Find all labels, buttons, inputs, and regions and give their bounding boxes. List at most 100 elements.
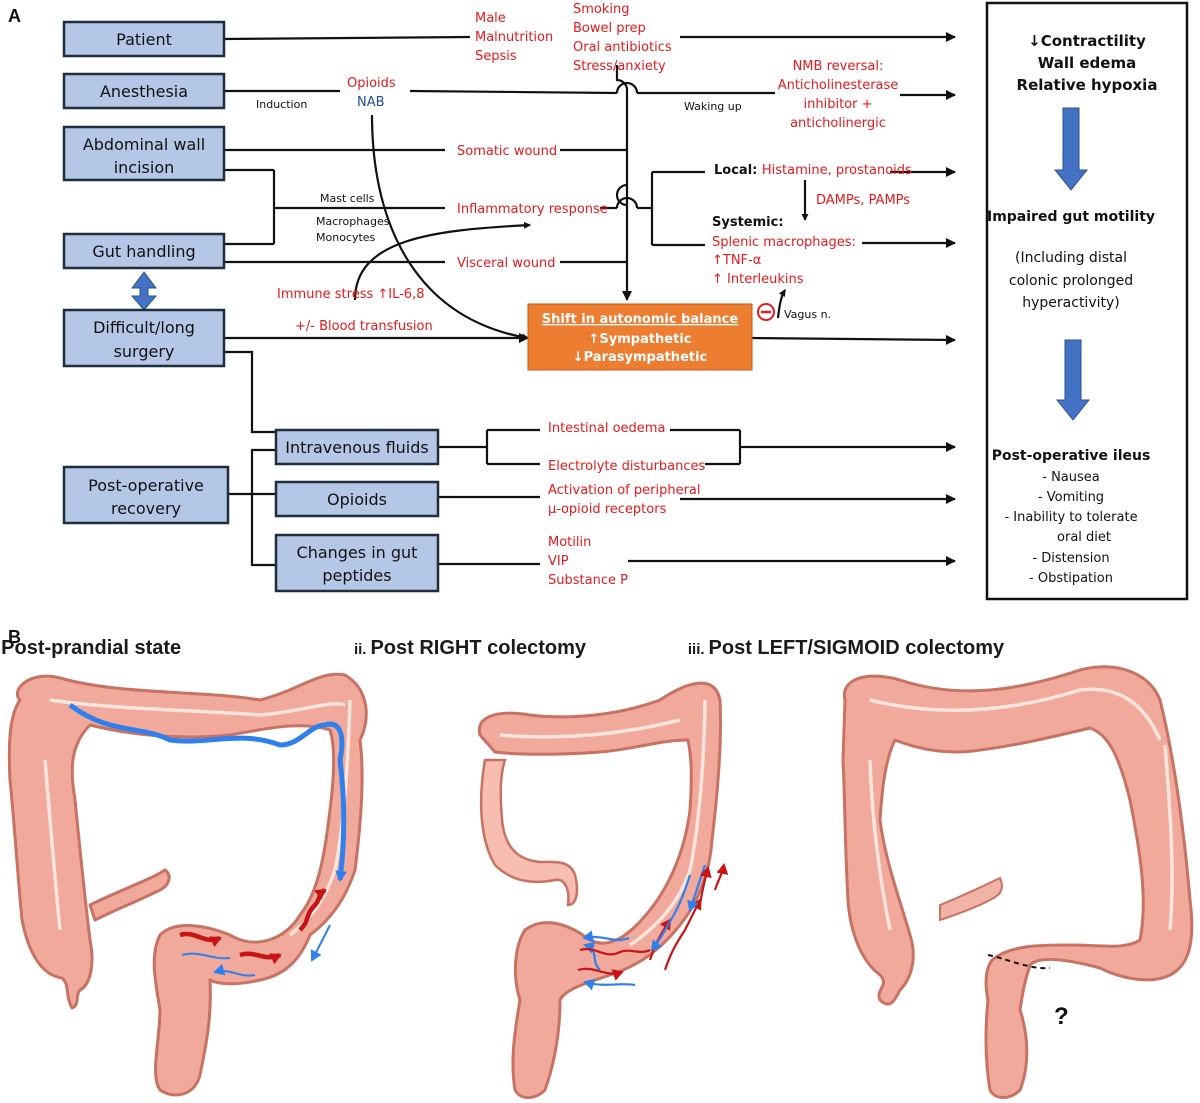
label-mast-cells: Mast cells [320, 192, 375, 205]
label-systemic: Systemic: [712, 215, 784, 230]
label-motilin: Motilin [548, 535, 591, 550]
down-arrow-1 [1053, 107, 1089, 191]
outcome-hypoxia: Relative hypoxia [1017, 76, 1158, 94]
autonomic-shift-box: Shift in autonomic balance ↑Sympathetic … [527, 303, 753, 371]
symptom-vomiting: - Vomiting [1038, 490, 1104, 505]
shift-title: Shift in autonomic balance [542, 312, 739, 327]
outcome-including-2: colonic prolonged [1009, 273, 1133, 289]
patient-label: Patient [116, 30, 172, 49]
postop-label-line2: recovery [111, 499, 181, 518]
anesthesia-label: Anesthesia [100, 82, 188, 101]
label-blood-transfusion: +/- Blood transfusion [295, 319, 433, 334]
label-electrolyte: Electrolyte disturbances [548, 459, 706, 474]
cause-box-difficult-surgery: Difficult/long surgery [62, 308, 226, 368]
label-nmb-4: anticholinergic [790, 116, 886, 131]
label-tnf: ↑TNF-α [712, 253, 761, 268]
label-nmb-3: inhibitor + [804, 97, 873, 112]
label-nmb-1: NMB reversal: [793, 59, 884, 74]
label-damps: DAMPs, PAMPs [816, 193, 910, 208]
symptom-obstipation: - Obstipation [1029, 571, 1113, 586]
label-substance-p: Substance P [548, 573, 628, 588]
postop-label-line1: Post-operative [88, 476, 204, 495]
cause-box-gut-handling: Gut handling [62, 232, 226, 270]
label-oral-antibiotics: Oral antibiotics [573, 40, 672, 55]
label-sepsis: Sepsis [475, 49, 517, 64]
label-bowel-prep: Bowel prep [573, 21, 646, 36]
symptom-oral-diet: oral diet [1057, 530, 1111, 545]
symptom-nausea: - Nausea [1042, 470, 1100, 485]
outcome-contractility: ↓Contractility [1028, 32, 1146, 50]
blue-flow-arrow [181, 952, 231, 960]
symptom-distension: - Distension [1032, 551, 1109, 566]
cause-box-postop-recovery: Post-operative recovery [62, 465, 230, 525]
label-malnutrition: Malnutrition [475, 30, 553, 45]
blue-flow-arrow [310, 924, 331, 962]
question-mark: ? [1054, 1003, 1069, 1030]
cause-box-patient: Patient [62, 20, 226, 58]
label-induction: Induction [256, 98, 307, 111]
outcome-impaired: Impaired gut motility [987, 209, 1155, 225]
red-flow-arrow [298, 888, 327, 932]
label-visceral-wound: Visceral wound [457, 256, 556, 271]
colon-illustration-ii [477, 681, 729, 1099]
colon-illustration-iii: ? [841, 665, 1194, 1099]
colon-illustration-i [7, 672, 368, 1097]
label-vagus: Vagus n. [784, 308, 831, 321]
cause-box-anesthesia: Anesthesia [62, 72, 226, 110]
label-male: Male [475, 11, 506, 26]
shift-sympathetic: ↑Sympathetic [588, 332, 691, 347]
cause-box-opioids: Opioids [274, 480, 440, 518]
symptom-inability: - Inability to tolerate [1004, 510, 1137, 525]
label-vip: VIP [548, 554, 569, 569]
label-stress: Stress/anxiety [573, 59, 666, 74]
peptides-label-line2: peptides [322, 566, 391, 585]
red-flow-arrow [239, 951, 282, 965]
label-activation-2: μ-opioid receptors [548, 502, 667, 517]
label-interleukins: ↑ Interleukins [712, 272, 804, 287]
outcome-box: ↓Contractility Wall edema Relative hypox… [985, 1, 1189, 601]
small-intestine-end [479, 758, 579, 907]
outcome-ileus: Post-operative ileus [992, 448, 1151, 464]
annotations: Male Malnutrition Sepsis Smoking Bowel p… [256, 2, 912, 588]
label-monocytes: Monocytes [316, 231, 376, 244]
label-splenic: Splenic macrophages: [712, 235, 856, 250]
label-nab: NAB [357, 95, 385, 110]
shift-parasympathetic: ↓Parasympathetic [573, 350, 708, 365]
panel-ii-title: ii.Post RIGHT colectomy [354, 637, 587, 659]
outcome-including-3: hyperactivity) [1022, 295, 1119, 311]
gut-handling-label: Gut handling [92, 242, 195, 261]
connector-lines [223, 32, 956, 567]
anastomosis-line [987, 954, 1051, 970]
label-intestinal-oedema: Intestinal oedema [548, 421, 665, 436]
label-local: Local: Histamine, prostanoids [714, 163, 912, 178]
label-opioids-red: Opioids [347, 76, 396, 91]
label-waking-up: Waking up [684, 100, 742, 113]
panel-b-label: B [8, 627, 21, 647]
opioids-label: Opioids [327, 490, 387, 509]
blue-flow-arrow [68, 702, 348, 882]
abdominal-wall-label-line2: incision [114, 158, 175, 177]
outcome-including-1: (Including distal [1015, 250, 1127, 266]
inhibit-icon [757, 303, 775, 321]
label-macrophages: Macrophages [316, 215, 390, 228]
abdominal-wall-label-line1: Abdominal wall [83, 135, 205, 154]
difficult-label-line2: surgery [114, 342, 175, 361]
cause-box-iv-fluids: Intravenous fluids [274, 428, 440, 466]
difficult-label-line1: Difficult/long [93, 318, 195, 337]
cause-box-gut-peptides: Changes in gut peptides [274, 533, 440, 593]
label-somatic-wound: Somatic wound [457, 144, 557, 159]
label-activation-1: Activation of peripheral [548, 483, 701, 498]
panel-iii-title: iii.Post LEFT/SIGMOID colectomy [688, 637, 1005, 659]
peptides-label-line1: Changes in gut [297, 543, 418, 562]
red-flow-arrow [179, 931, 222, 948]
panel-i-title: i.Post-prandial state [0, 637, 181, 659]
label-immune-stress: Immune stress ↑IL-6,8 [277, 287, 424, 302]
blue-flow-arrow [213, 963, 256, 977]
outcome-wall-edema: Wall edema [1038, 54, 1136, 72]
double-arrow [130, 271, 158, 311]
iv-fluids-label: Intravenous fluids [285, 438, 428, 457]
down-arrow-2 [1055, 339, 1091, 421]
label-smoking: Smoking [573, 2, 630, 17]
label-inflammatory-response: Inflammatory response [457, 202, 608, 217]
